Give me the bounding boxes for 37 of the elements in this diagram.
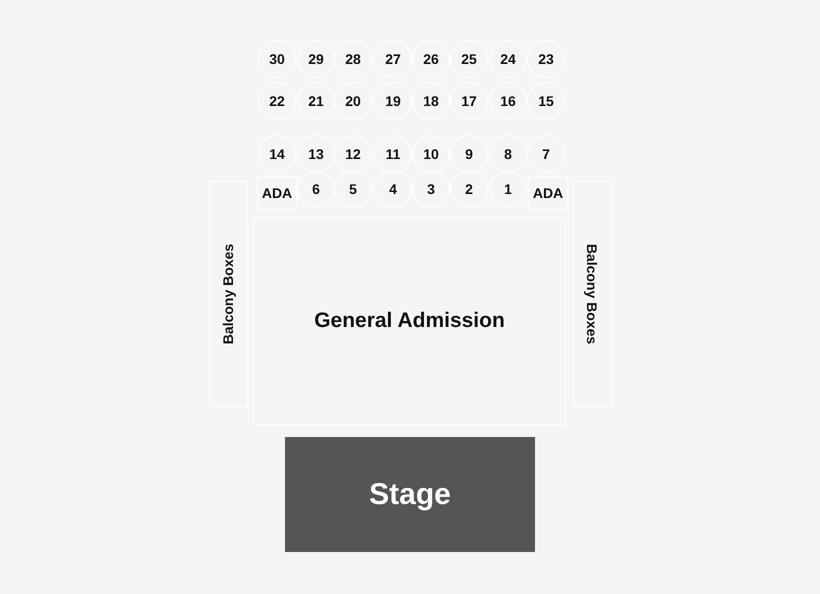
table-number: 15	[538, 93, 554, 109]
table-number: 20	[345, 93, 361, 109]
stage-label: Stage	[369, 478, 451, 512]
table-number: 12	[345, 146, 361, 162]
table-number: 27	[385, 51, 401, 67]
table-number: 25	[461, 51, 477, 67]
table-number: 11	[386, 146, 400, 162]
table-number: 24	[500, 51, 516, 67]
table-number: 21	[308, 93, 324, 109]
table-number: 22	[269, 93, 285, 109]
section-label: ADA	[262, 185, 292, 201]
table-number: 13	[308, 146, 324, 162]
table-number: 7	[542, 146, 550, 162]
table-number: 16	[500, 93, 516, 109]
table-number: 3	[427, 181, 435, 197]
table-number: 10	[423, 146, 439, 162]
table-number: 23	[538, 51, 554, 67]
table-number: 28	[345, 51, 361, 67]
stage-block	[285, 437, 535, 552]
table-number: 9	[465, 146, 473, 162]
table-number: 14	[269, 146, 285, 162]
table-number: 4	[389, 181, 397, 197]
table-number: 19	[385, 93, 401, 109]
table-number: 1	[504, 181, 512, 197]
section-label: Balcony Boxes	[220, 244, 236, 344]
table-number: 5	[349, 181, 357, 197]
table-number: 8	[504, 146, 512, 162]
table-number: 26	[423, 51, 439, 67]
table-number: 17	[461, 93, 477, 109]
section-label: Balcony Boxes	[584, 244, 600, 344]
section-label: General Admission	[314, 309, 505, 333]
section-label: ADA	[532, 185, 564, 201]
table-number: 2	[465, 181, 473, 197]
table-number: 29	[308, 51, 324, 67]
table-number: 18	[423, 93, 439, 109]
table-number: 30	[269, 51, 285, 67]
table-number: 6	[312, 181, 320, 197]
